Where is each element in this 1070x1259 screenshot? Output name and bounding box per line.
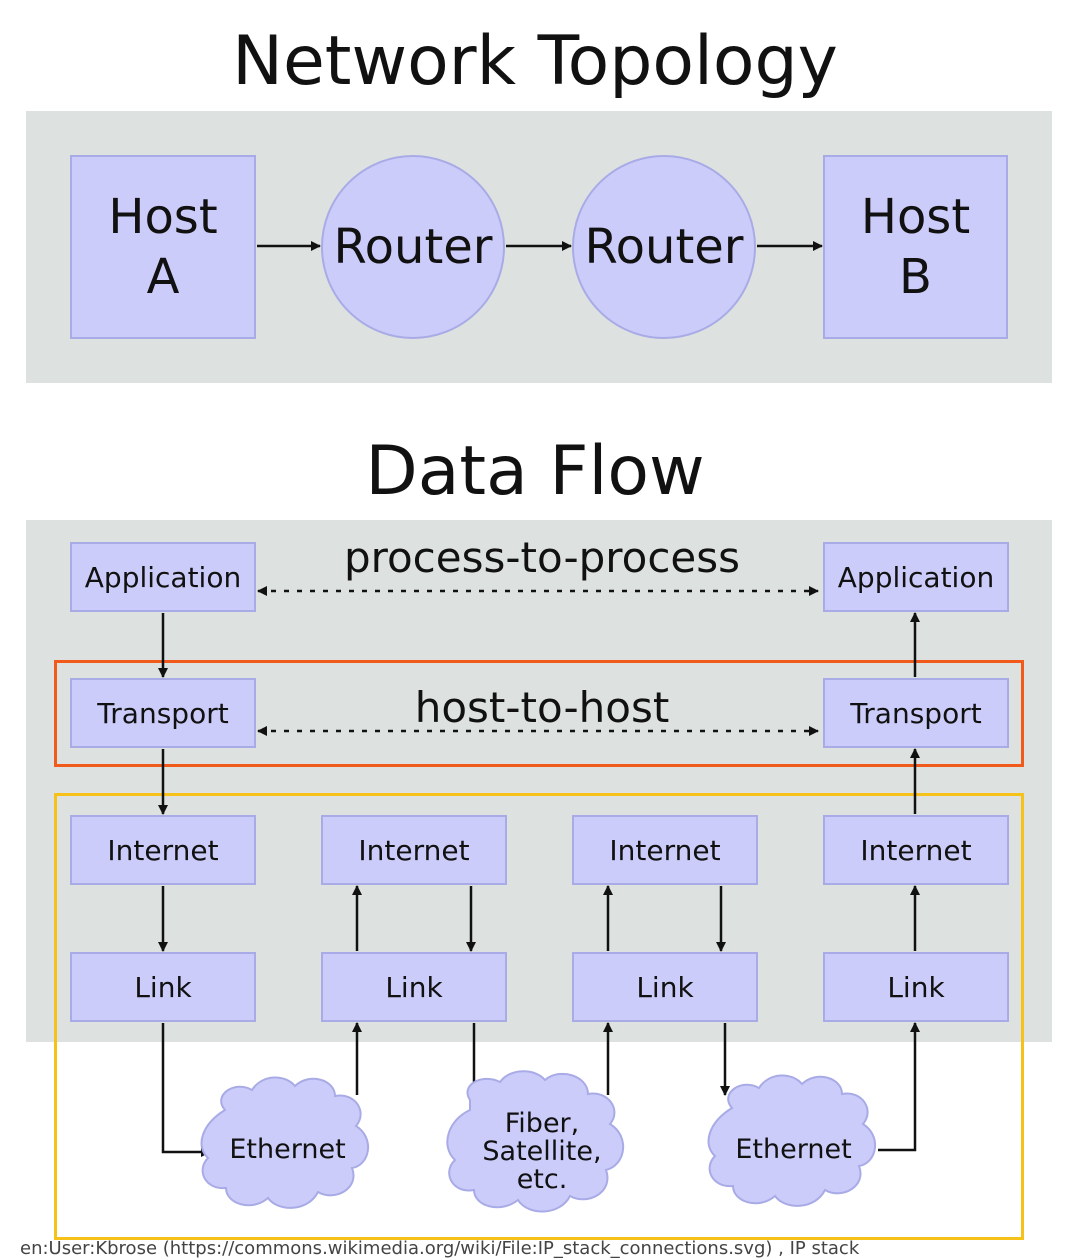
ethernet-cloud-left <box>200 1076 370 1209</box>
internet-label-3: Internet <box>609 833 721 867</box>
internet-layer-box-2: Internet <box>321 815 507 885</box>
host-b-label-line1: Host <box>860 189 971 245</box>
link-label-3: Link <box>636 970 694 1004</box>
fiber-label-line2: Satellite, <box>482 1136 602 1167</box>
application-layer-box-left: Application <box>70 542 256 612</box>
application-layer-box-right: Application <box>823 542 1009 612</box>
ethernet-label-right: Ethernet <box>735 1134 852 1165</box>
process-to-process-label: process-to-process <box>343 533 741 582</box>
host-a-node: Host A <box>70 155 256 339</box>
host-to-host-label: host-to-host <box>414 683 670 732</box>
image-credit: en:User:Kbrose (https://commons.wikimedi… <box>20 1238 860 1259</box>
link-label-4: Link <box>887 970 945 1004</box>
internet-label-1: Internet <box>107 833 219 867</box>
link-layer-box-1: Link <box>70 952 256 1022</box>
router-2-label: Router <box>584 219 744 275</box>
internet-label-4: Internet <box>860 833 972 867</box>
link-label-1: Link <box>134 970 192 1004</box>
topology-title: Network Topology <box>232 22 838 101</box>
application-label-right: Application <box>837 560 995 594</box>
dataflow-title: Data Flow <box>365 432 705 511</box>
host-b-node: Host B <box>823 155 1008 339</box>
link-layer-box-3: Link <box>572 952 758 1022</box>
transport-layer-box-right: Transport <box>823 678 1009 748</box>
router-node-2: Router <box>572 155 756 339</box>
link-label-2: Link <box>385 970 443 1004</box>
transport-layer-box-left: Transport <box>70 678 256 748</box>
fiber-label-line3: etc. <box>516 1164 568 1195</box>
internet-layer-box-3: Internet <box>572 815 758 885</box>
layer-arrows <box>158 612 920 1157</box>
internet-label-2: Internet <box>358 833 470 867</box>
fiber-satellite-label: Fiber, Satellite, etc. <box>456 1110 628 1194</box>
router-node-1: Router <box>321 155 505 339</box>
host-a-label-line2: A <box>146 249 180 305</box>
router-1-label: Router <box>333 219 493 275</box>
link-internet-frame <box>54 793 1024 1240</box>
transport-label-left: Transport <box>97 696 229 730</box>
fiber-label-line1: Fiber, <box>504 1108 580 1139</box>
host-b-label-line2: B <box>899 249 932 305</box>
host-a-label-line1: Host <box>108 189 218 245</box>
internet-layer-box-1: Internet <box>70 815 256 885</box>
ethernet-cloud-right <box>707 1074 877 1207</box>
application-label-left: Application <box>84 560 242 594</box>
link-layer-box-4: Link <box>823 952 1009 1022</box>
link-layer-box-2: Link <box>321 952 507 1022</box>
ethernet-label-left: Ethernet <box>229 1134 346 1165</box>
internet-layer-box-4: Internet <box>823 815 1009 885</box>
fiber-satellite-cloud <box>446 1070 625 1213</box>
host-to-host-frame <box>54 660 1024 767</box>
transport-label-right: Transport <box>850 696 982 730</box>
